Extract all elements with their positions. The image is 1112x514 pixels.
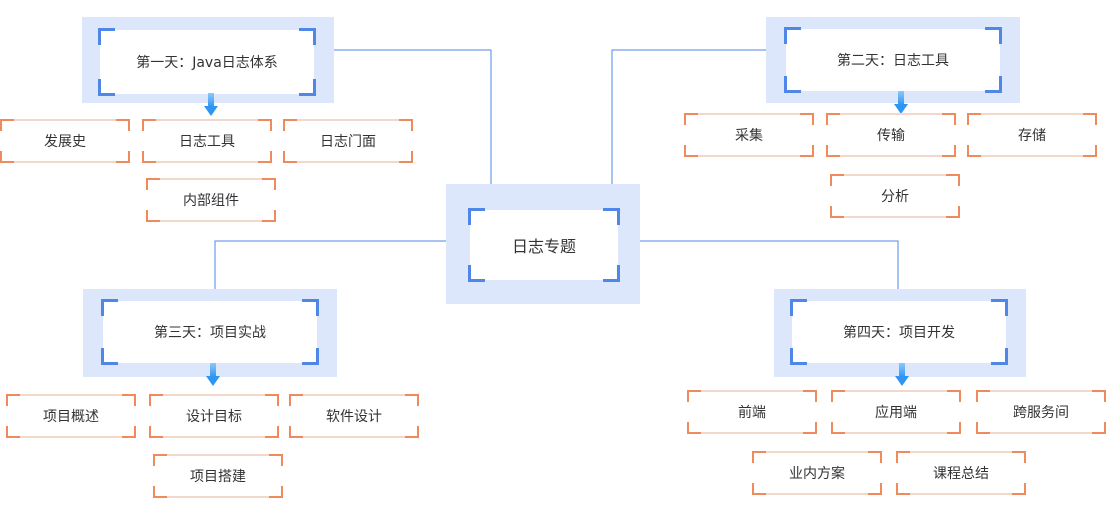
- day2-frame: 第二天：日志工具: [766, 17, 1020, 103]
- center-topic-label: 日志专题: [511, 237, 576, 256]
- day2-item-collect[interactable]: 采集: [684, 113, 814, 157]
- day4-arrow-icon: [895, 363, 909, 387]
- day2-item-label: 传输: [877, 128, 905, 144]
- day1-node[interactable]: 第一天：Java日志体系: [98, 28, 316, 96]
- day1-item-label: 日志工具: [179, 134, 235, 150]
- day1-arrow-icon: [204, 93, 218, 117]
- day1-item-log-tools[interactable]: 日志工具: [142, 119, 272, 163]
- day1-item-components[interactable]: 内部组件: [146, 178, 276, 222]
- day4-item-cross-service[interactable]: 跨服务间: [976, 390, 1106, 434]
- day4-item-label: 前端: [738, 405, 766, 421]
- day2-item-analysis[interactable]: 分析: [830, 174, 960, 218]
- day2-arrow-icon: [894, 91, 908, 115]
- day2-item-label: 存储: [1018, 128, 1046, 144]
- day4-item-label: 课程总结: [933, 466, 989, 482]
- day3-frame: 第三天：项目实战: [83, 289, 337, 377]
- day4-item-app-side[interactable]: 应用端: [831, 390, 961, 434]
- day3-item-overview[interactable]: 项目概述: [6, 394, 136, 438]
- day3-item-software-design[interactable]: 软件设计: [289, 394, 419, 438]
- day1-title: 第一天：Java日志体系: [136, 55, 278, 71]
- day3-item-label: 项目概述: [43, 409, 99, 425]
- day4-node[interactable]: 第四天：项目开发: [790, 299, 1008, 365]
- day2-item-transfer[interactable]: 传输: [826, 113, 956, 157]
- day1-item-label: 日志门面: [320, 134, 376, 150]
- day1-item-history[interactable]: 发展史: [0, 119, 130, 163]
- day4-item-frontend[interactable]: 前端: [687, 390, 817, 434]
- day3-arrow-icon: [206, 363, 220, 387]
- day4-frame: 第四天：项目开发: [774, 289, 1026, 377]
- center-topic[interactable]: 日志专题: [468, 208, 620, 282]
- center-topic-frame: 日志专题: [446, 184, 640, 304]
- day2-item-label: 采集: [735, 128, 763, 144]
- day4-title: 第四天：项目开发: [843, 325, 955, 341]
- day2-title: 第二天：日志工具: [837, 53, 949, 69]
- day3-item-design-goals[interactable]: 设计目标: [149, 394, 279, 438]
- day4-item-industry-solutions[interactable]: 业内方案: [752, 451, 882, 495]
- day4-item-label: 跨服务间: [1013, 405, 1069, 421]
- day2-node[interactable]: 第二天：日志工具: [784, 27, 1002, 93]
- link-day3: [214, 240, 446, 289]
- day3-item-setup[interactable]: 项目搭建: [153, 454, 283, 498]
- link-day2: [611, 49, 766, 184]
- day3-item-label: 项目搭建: [190, 469, 246, 485]
- day2-item-label: 分析: [881, 189, 909, 205]
- day3-node[interactable]: 第三天：项目实战: [101, 299, 319, 365]
- day4-item-label: 业内方案: [789, 466, 845, 482]
- day1-item-label: 内部组件: [183, 193, 239, 209]
- day3-item-label: 设计目标: [186, 409, 242, 425]
- day4-item-label: 应用端: [875, 405, 917, 421]
- day3-title: 第三天：项目实战: [154, 325, 266, 341]
- day1-item-label: 发展史: [44, 134, 86, 150]
- link-day4: [640, 240, 899, 289]
- link-day1: [334, 49, 492, 184]
- day4-item-course-summary[interactable]: 课程总结: [896, 451, 1026, 495]
- day2-item-storage[interactable]: 存储: [967, 113, 1097, 157]
- day3-item-label: 软件设计: [326, 409, 382, 425]
- day1-frame: 第一天：Java日志体系: [82, 17, 334, 103]
- day1-item-log-facade[interactable]: 日志门面: [283, 119, 413, 163]
